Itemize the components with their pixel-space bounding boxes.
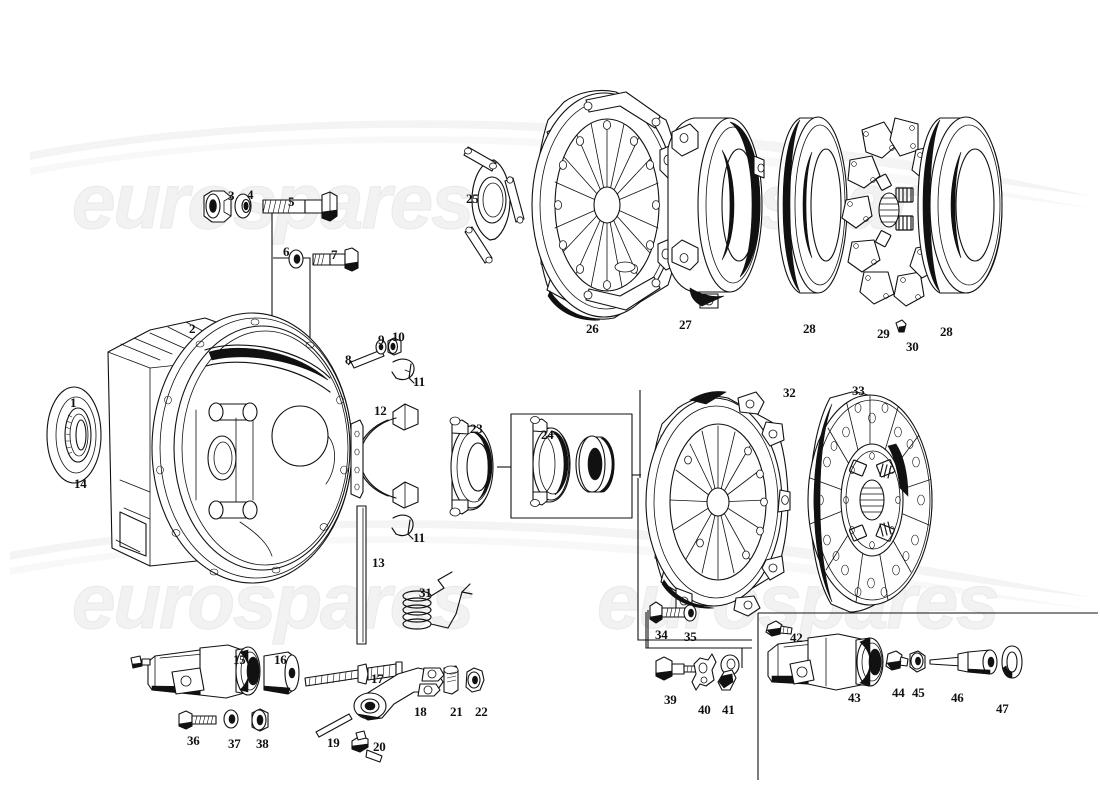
part-42-screw — [765, 620, 793, 637]
part-number-29: 29 — [877, 326, 890, 341]
part-11-clip-lower — [391, 514, 414, 540]
part-number-3: 3 — [228, 188, 235, 203]
part-13-push-rod — [356, 505, 367, 645]
part-37-washer — [223, 709, 239, 729]
part-26-pressure-plate — [531, 89, 681, 321]
part-number-14: 14 — [74, 476, 87, 491]
part-43-master-cylinder — [767, 633, 884, 691]
part-number-1: 1 — [70, 395, 77, 410]
part-number-27: 27 — [679, 317, 692, 332]
part-2-bell-housing — [107, 312, 353, 584]
part-number-26: 26 — [586, 321, 599, 336]
part-number-35: 35 — [684, 629, 697, 644]
part-3-nut — [203, 190, 232, 223]
part-46-push-rod — [929, 649, 998, 675]
part-number-16: 16 — [274, 652, 287, 667]
part-number-24: 24 — [541, 427, 554, 442]
part-10-nut — [387, 337, 402, 356]
part-number-28: 28 — [803, 321, 816, 336]
part-number-32: 32 — [783, 385, 796, 400]
part-20-grease-nipple — [351, 730, 383, 763]
part-12-release-fork — [350, 403, 419, 509]
part-8-stud — [350, 349, 385, 369]
part-number-46: 46 — [951, 690, 964, 705]
part-number-40: 40 — [698, 702, 711, 717]
part-35-washer — [683, 604, 697, 622]
part-number-15: 15 — [233, 652, 246, 667]
part-19-pin — [315, 713, 353, 738]
part-16-piston — [263, 651, 300, 695]
part-number-43: 43 — [848, 690, 861, 705]
svg-text:eurospares: eurospares — [597, 557, 998, 645]
part-15-slave-cylinder — [130, 644, 261, 699]
part-number-21: 21 — [450, 704, 463, 719]
part-number-18: 18 — [414, 704, 427, 719]
part-number-25: 25 — [466, 191, 479, 206]
part-34-bolt — [649, 601, 687, 624]
part-33-clutch-disc — [807, 391, 933, 613]
part-23-release-bearing — [449, 416, 494, 517]
part-27-pressure-ring — [667, 117, 765, 309]
part-number-6: 6 — [283, 244, 290, 259]
part-28-friction-ring-left — [777, 116, 848, 294]
part-18-release-lever — [353, 667, 445, 721]
part-40-bracket — [691, 653, 717, 691]
part-number-37: 37 — [228, 736, 241, 751]
part-number-41: 41 — [722, 702, 735, 717]
part-number-39: 39 — [664, 692, 677, 707]
part-number-42: 42 — [790, 630, 803, 645]
part-1-oil-seal — [46, 386, 102, 484]
part-number-13: 13 — [372, 555, 385, 570]
part-number-9: 9 — [378, 332, 385, 347]
part-30-rivet — [895, 319, 907, 333]
part-5-bolt — [262, 191, 338, 222]
part-number-47: 47 — [996, 701, 1009, 716]
part-number-17: 17 — [371, 671, 384, 686]
part-47-circlip — [1001, 645, 1023, 679]
part-number-22: 22 — [475, 704, 488, 719]
part-number-34: 34 — [655, 627, 668, 642]
svg-text:eurospares: eurospares — [72, 557, 473, 645]
part-number-38: 38 — [256, 736, 269, 751]
part-number-33: 33 — [852, 383, 865, 398]
part-number-30: 30 — [906, 339, 919, 354]
part-number-45: 45 — [912, 685, 925, 700]
part-31-return-spring — [402, 571, 473, 630]
part-32-pressure-plate — [645, 391, 791, 617]
part-number-4: 4 — [247, 187, 254, 202]
part-number-7: 7 — [331, 247, 338, 262]
part-28-friction-ring-right — [917, 116, 1003, 294]
part-7-bolt — [312, 247, 359, 272]
part-25-straps — [463, 146, 525, 264]
part-24-bearing-kit-box — [510, 413, 633, 519]
part-38-nut — [251, 708, 269, 732]
part-number-44: 44 — [892, 685, 905, 700]
part-number-23: 23 — [470, 421, 483, 436]
part-21-spacer — [443, 665, 459, 695]
part-number-36: 36 — [187, 733, 200, 748]
part-44-plug — [885, 650, 909, 671]
part-22-nut — [465, 667, 485, 693]
part-number-31: 31 — [419, 585, 432, 600]
part-39-union-bolt — [655, 656, 699, 681]
part-number-8: 8 — [345, 352, 352, 367]
part-45-washer — [909, 650, 926, 673]
part-number-5: 5 — [288, 194, 295, 209]
part-number-10: 10 — [392, 329, 405, 344]
part-number-12: 12 — [374, 403, 387, 418]
part-4-washer — [234, 193, 252, 219]
part-number-28: 28 — [940, 324, 953, 339]
part-number-11: 11 — [413, 530, 425, 545]
part-number-11: 11 — [413, 374, 425, 389]
part-9-washer — [375, 339, 387, 355]
part-number-19: 19 — [327, 735, 340, 750]
part-number-20: 20 — [373, 739, 386, 754]
part-41-bracket — [717, 654, 740, 691]
part-number-2: 2 — [189, 321, 196, 336]
part-36-bolt — [178, 710, 217, 730]
part-11-clip-upper — [391, 358, 415, 384]
part-6-washer — [288, 249, 304, 269]
